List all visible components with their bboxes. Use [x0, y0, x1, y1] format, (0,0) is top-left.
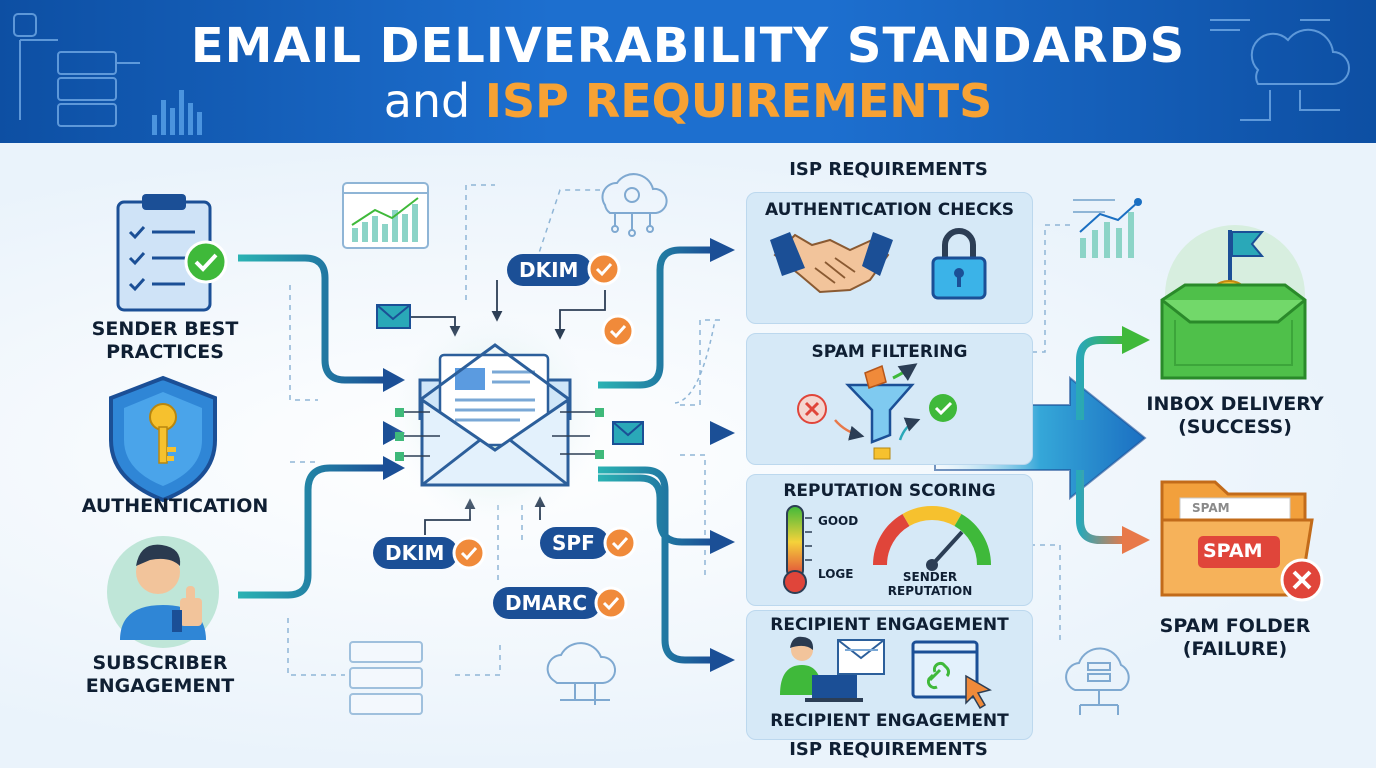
- title-sub: and ISP REQUIREMENTS: [0, 74, 1376, 128]
- shield-key-icon: [109, 375, 217, 503]
- mail-icon-right: [612, 421, 644, 445]
- badge-dkim-bottom: DKIM: [373, 537, 459, 569]
- label-subscriber-engagement: SUBSCRIBER ENGAGEMENT: [60, 652, 260, 698]
- good-label: GOOD: [818, 514, 859, 528]
- label-spam-line2: (FAILURE): [1182, 638, 1288, 660]
- arrow-to-inbox: [1076, 326, 1150, 420]
- badge-dkim-top-label: DKIM: [519, 258, 579, 282]
- dashed-connectors: [287, 184, 1070, 676]
- panel-title-engagement-top: RECIPIENT ENGAGEMENT: [770, 615, 1009, 635]
- inbox-tray-icon: [1160, 225, 1307, 380]
- label-sender-best-practices: SENDER BEST PRACTICES: [60, 318, 270, 364]
- input-arrows: [238, 254, 385, 599]
- panel-spam-filtering: SPAM FILTERING: [746, 333, 1033, 465]
- label-authentication: AUTHENTICATION: [60, 495, 290, 518]
- header-banner: EMAIL DELIVERABILITY STANDARDS and ISP R…: [0, 0, 1376, 143]
- panel-title-engagement-bottom: RECIPIENT ENGAGEMENT: [770, 711, 1009, 731]
- label-authentication-line1: AUTHENTICATION: [81, 495, 269, 517]
- label-subscriber-line2: ENGAGEMENT: [85, 675, 235, 697]
- label-spam-line1: SPAM FOLDER: [1159, 615, 1311, 637]
- spam-folder-icon: [1160, 480, 1324, 602]
- output-arrowheads: [710, 238, 735, 672]
- server-stack-icon: [349, 641, 423, 715]
- badge-dkim-bottom-label: DKIM: [385, 541, 445, 565]
- isp-footer-label: ISP REQUIREMENTS: [789, 739, 988, 760]
- cloud-bottom-icon: [546, 642, 616, 705]
- title-sub-highlight: ISP REQUIREMENTS: [484, 74, 993, 128]
- panel-authentication-checks: AUTHENTICATION CHECKS: [746, 192, 1033, 324]
- header-decoration: [13, 13, 1350, 135]
- label-inbox-line1: INBOX DELIVERY: [1146, 393, 1324, 415]
- label-subscriber-line1: SUBSCRIBER: [92, 652, 228, 674]
- title-sub-prefix: and: [383, 74, 471, 128]
- badge-dmarc: DMARC: [493, 587, 602, 619]
- checklist-icon: [116, 194, 228, 312]
- output-arrows: [598, 246, 712, 664]
- low-label: LOGE: [818, 567, 854, 581]
- chart-icon: [342, 182, 429, 249]
- badge-spf-label: SPF: [552, 531, 595, 555]
- cloud-server-icon: [1065, 647, 1130, 715]
- panel-recipient-engagement: RECIPIENT ENGAGEMENT RECIPIENT ENGAGEMEN…: [746, 610, 1033, 740]
- subscriber-avatar-icon: [107, 536, 219, 648]
- label-sender-line2: PRACTICES: [106, 341, 224, 363]
- label-inbox-delivery: INBOX DELIVERY (SUCCESS): [1130, 393, 1340, 439]
- central-envelope: [390, 315, 604, 525]
- badge-spf: SPF: [540, 527, 609, 559]
- spam-folder-label: SPAM: [1203, 540, 1263, 562]
- badge-dkim-top: DKIM: [507, 254, 593, 286]
- isp-header-label: ISP REQUIREMENTS: [789, 159, 988, 180]
- title-main: EMAIL DELIVERABILITY STANDARDS: [190, 18, 1186, 74]
- sender-reputation-line2: REPUTATION: [887, 584, 973, 598]
- spam-folder-tab-text: SPAM: [1192, 501, 1230, 515]
- cloud-gear-icon: [601, 173, 668, 237]
- panel-title-spam: SPAM FILTERING: [811, 342, 968, 362]
- sender-reputation-line1: SENDER: [902, 570, 958, 584]
- label-sender-line1: SENDER BEST: [91, 318, 239, 340]
- badge-dmarc-label: DMARC: [505, 591, 588, 615]
- label-spam-folder: SPAM FOLDER (FAILURE): [1130, 615, 1340, 661]
- panel-title-auth: AUTHENTICATION CHECKS: [764, 200, 1015, 220]
- arrow-to-spam: [1076, 470, 1150, 554]
- trend-chart-icon: [1073, 198, 1142, 258]
- panel-title-reputation: REPUTATION SCORING: [783, 481, 996, 501]
- mail-icon: [376, 304, 411, 329]
- label-inbox-line2: (SUCCESS): [1178, 416, 1292, 438]
